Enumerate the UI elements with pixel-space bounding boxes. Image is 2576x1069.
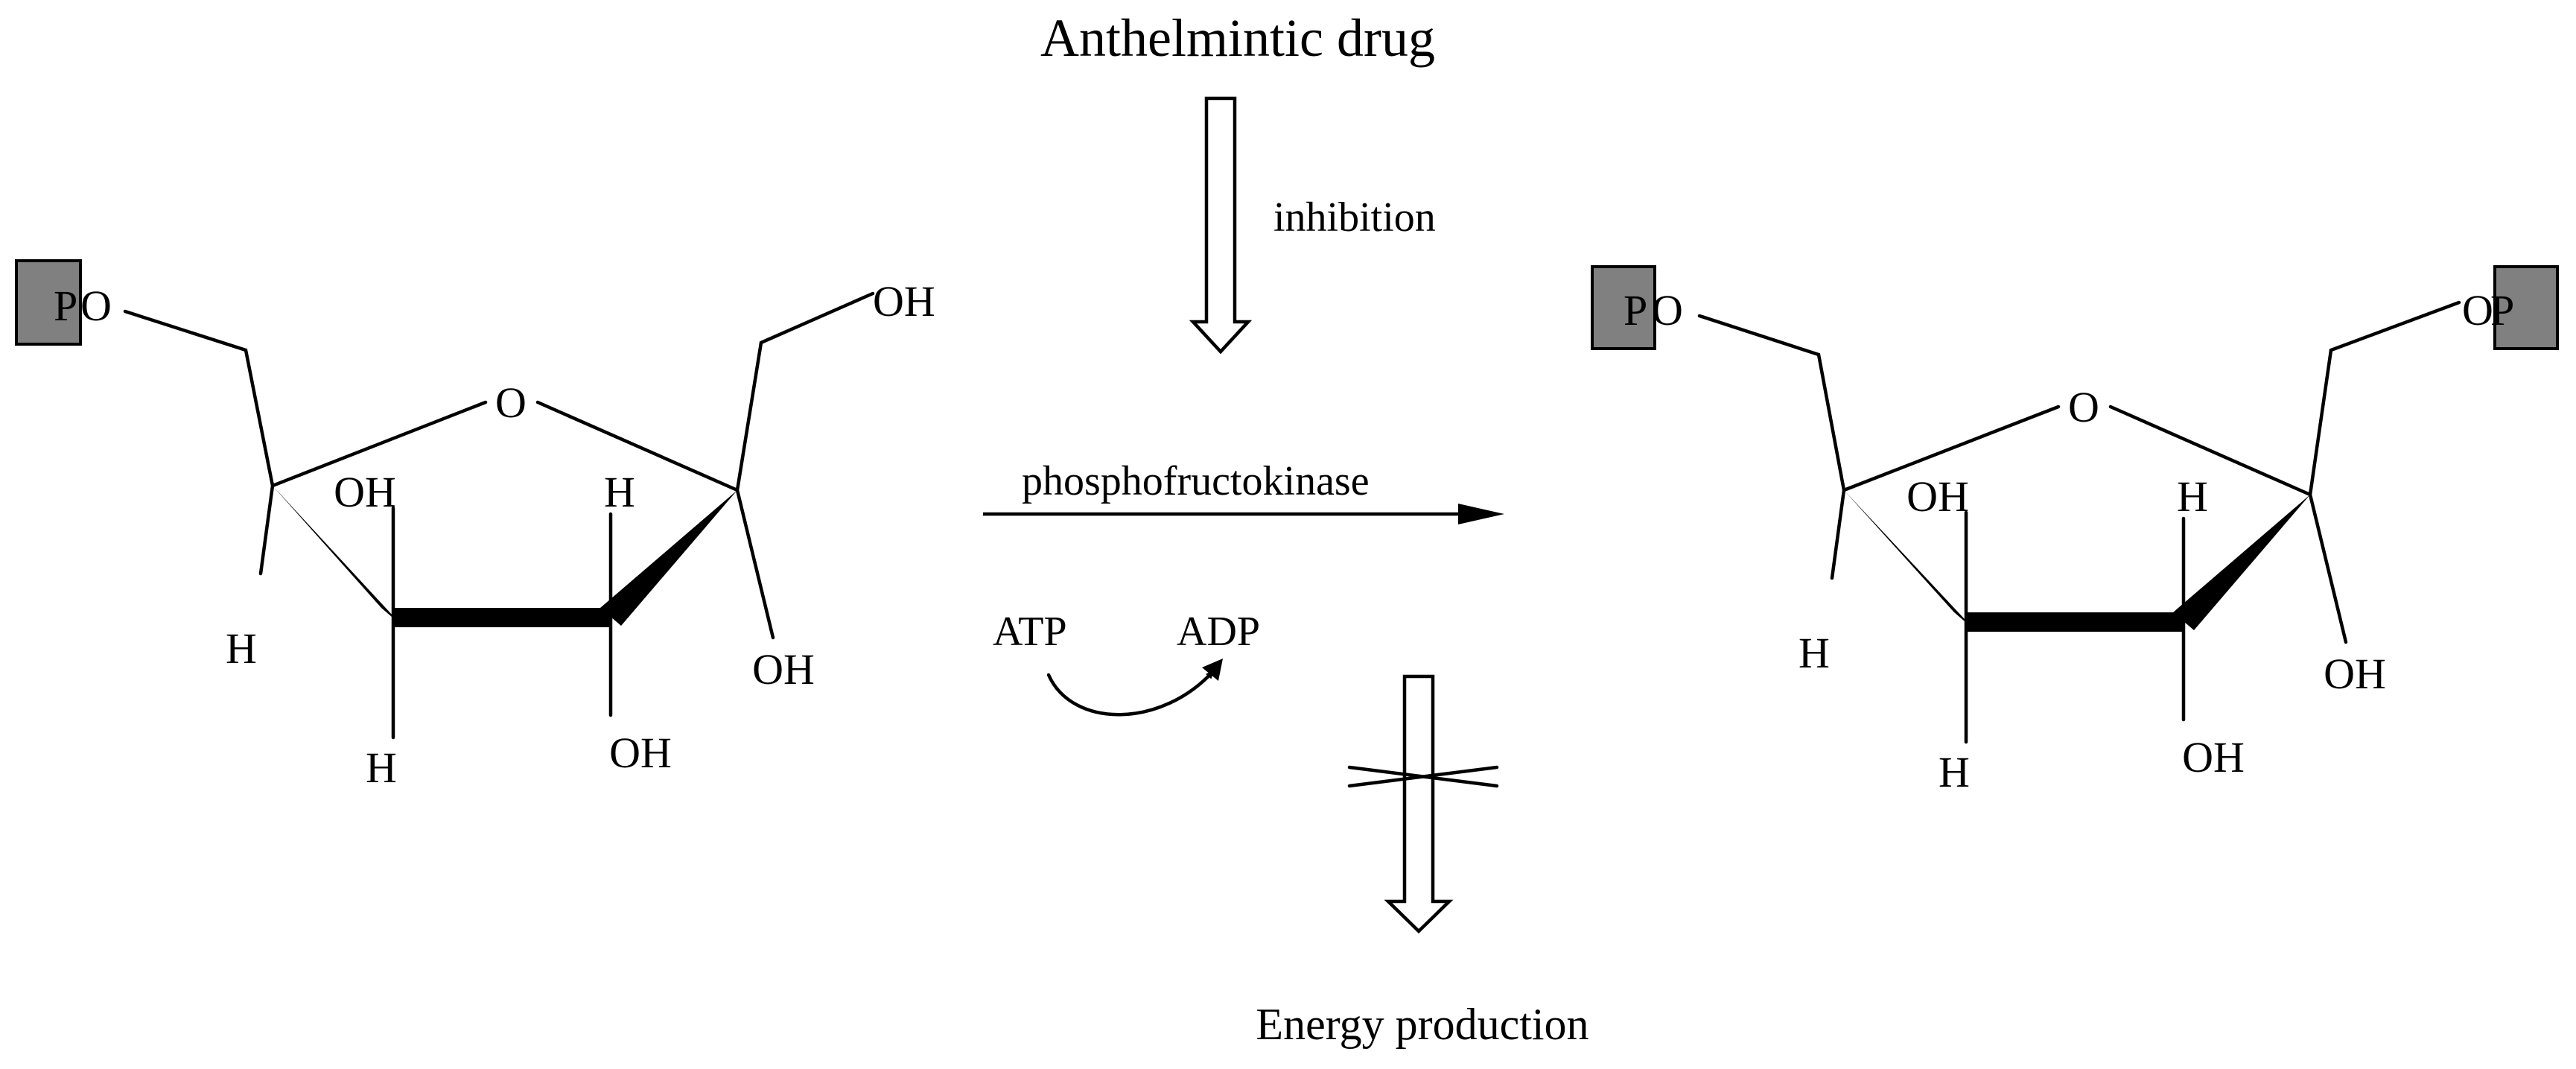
phosphate-box-left	[1591, 265, 1656, 350]
h-upper-label: H	[604, 468, 635, 516]
substrate-wedge-right	[600, 490, 737, 626]
reaction-arrowhead-icon	[1458, 504, 1504, 524]
oh-upper-label: OH	[334, 468, 396, 516]
phosphate-left-label: P	[1623, 286, 1647, 334]
product-oh-lower-label: OH	[2182, 733, 2245, 781]
oh-lower-label: OH	[609, 729, 672, 777]
block-cross-icon	[1347, 765, 1499, 788]
top-right-oh-label: OH	[873, 277, 935, 326]
o-link-label: O	[80, 282, 112, 330]
h-left-label: H	[226, 624, 257, 673]
inhibition-arrow-icon	[1189, 96, 1253, 355]
phosphate-box-right	[2493, 265, 2559, 350]
energy-production-label: Energy production	[1256, 1000, 1588, 1049]
phosphate-label: P	[54, 282, 77, 330]
enzyme-label: phosphofructokinase	[1022, 458, 1370, 504]
atp-adp-arrowhead-icon	[1202, 659, 1223, 681]
product-h-lower-label: H	[1939, 748, 1970, 796]
product-wedge-right	[2173, 495, 2310, 630]
product-molecule: P O O P O OH H H H OH OH	[1591, 265, 2559, 796]
atp-label: ATP	[993, 609, 1067, 655]
product-bold-bond	[1966, 612, 2184, 632]
substrate-bold-bond	[393, 608, 611, 627]
substrate-wedge-left	[273, 486, 402, 626]
product-bonds	[1697, 300, 2461, 744]
energy-arrow-icon	[1384, 674, 1454, 934]
o-link-right-label: O	[2462, 286, 2493, 334]
phosphate-box	[15, 259, 82, 346]
product-h-upper-label: H	[2177, 472, 2208, 521]
substrate-bonds	[123, 291, 875, 740]
product-oh-upper-label: OH	[1906, 472, 1969, 521]
atp-adp-curve-arrow	[1046, 668, 1216, 717]
product-wedge-left	[1844, 490, 1975, 630]
ring-o-label: O	[495, 378, 527, 427]
o-link-left-label: O	[1652, 286, 1683, 334]
product-h-left-label: H	[1799, 629, 1830, 677]
substrate-molecule: P O O OH OH H H H OH OH	[15, 259, 935, 792]
phosphate-right-label: P	[2490, 286, 2514, 334]
product-ring-o-label: O	[2068, 383, 2099, 431]
oh-right-label: OH	[752, 645, 815, 694]
h-lower-label: H	[366, 743, 397, 792]
adp-label: ADP	[1177, 609, 1260, 655]
product-oh-right-label: OH	[2324, 650, 2386, 698]
inhibition-label: inhibition	[1273, 194, 1436, 241]
title-label: Anthelmintic drug	[1040, 8, 1435, 68]
